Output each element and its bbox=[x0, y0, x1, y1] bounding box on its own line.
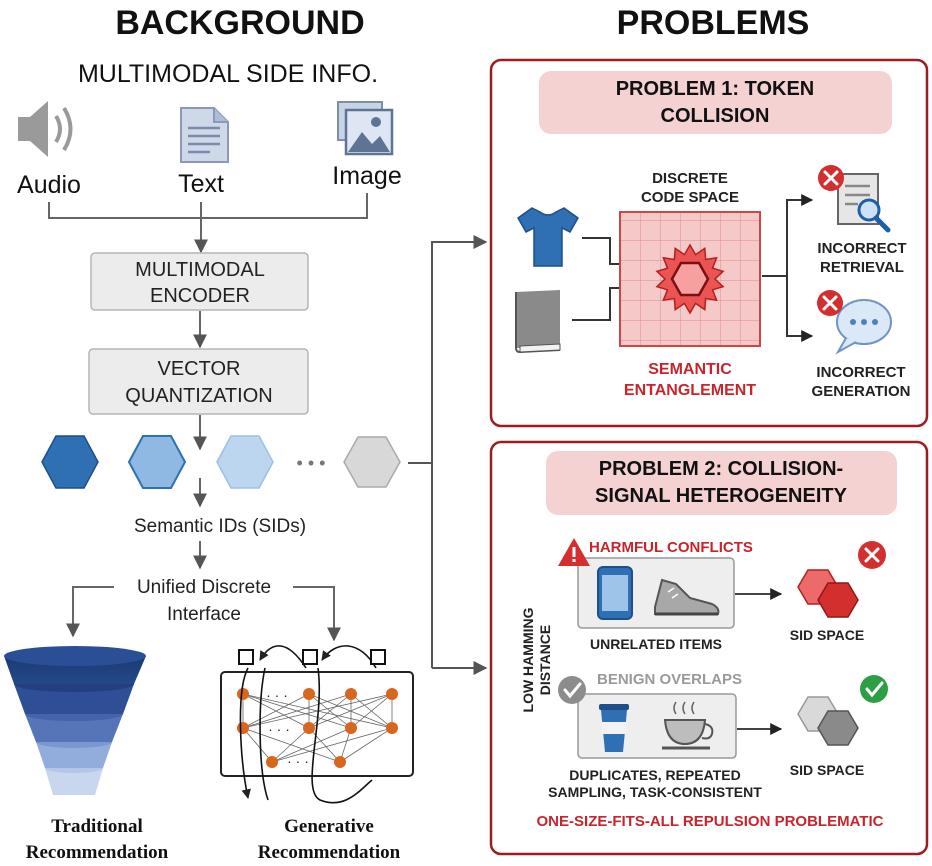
generation-label-line1: INCORRECT bbox=[816, 364, 905, 381]
network-ellipsis-bottom: · · · bbox=[287, 753, 309, 769]
tshirt-icon bbox=[517, 207, 579, 267]
document-icon bbox=[180, 107, 229, 163]
vq-label-line1: VECTOR bbox=[158, 358, 241, 380]
problem1-title-line2: COLLISION bbox=[661, 105, 770, 127]
codespace-to-outcomes-arrows bbox=[762, 194, 814, 342]
sid-hexagon-3 bbox=[216, 435, 274, 489]
problem2-title-line1: PROBLEM 2: COLLISION- bbox=[599, 458, 843, 480]
duplicates-label-line1: DUPLICATES, REPEATED bbox=[569, 767, 740, 783]
token-box-1 bbox=[238, 649, 254, 665]
network-node-8 bbox=[386, 722, 398, 734]
retrieval-label-line1: INCORRECT bbox=[817, 240, 906, 257]
network-node-3 bbox=[345, 688, 357, 700]
benign-overlaps-label: BENIGN OVERLAPS bbox=[597, 671, 742, 688]
problem1-title-line1: PROBLEM 1: TOKEN bbox=[616, 78, 815, 100]
encoder-label-line1: MULTIMODAL bbox=[135, 259, 265, 281]
repulsion-footer: ONE-SIZE-FITS-ALL REPULSION PROBLEMATIC bbox=[537, 813, 884, 830]
network-node-9 bbox=[266, 756, 278, 768]
interface-split-connector bbox=[66, 586, 341, 642]
problem2-title-box bbox=[546, 451, 897, 515]
unrelated-items-label: UNRELATED ITEMS bbox=[590, 636, 722, 652]
error-x-icon-harmful bbox=[858, 541, 886, 569]
error-x-icon-generation bbox=[817, 290, 843, 316]
picture-icon bbox=[337, 101, 394, 156]
network-node-6 bbox=[303, 722, 315, 734]
duplicates-label-line2: SAMPLING, TASK-CONSISTENT bbox=[548, 784, 762, 800]
generative-label-line1: Generative bbox=[284, 816, 374, 837]
harmful-conflicts-label: HARMFUL CONFLICTS bbox=[589, 539, 753, 556]
hamming-axis-label: LOW HAMMING DISTANCE bbox=[520, 607, 553, 712]
sid-space-hexagon-gray-2 bbox=[817, 710, 859, 746]
book-icon bbox=[515, 290, 561, 354]
warning-triangle-icon bbox=[558, 538, 590, 566]
sid-space-hexagon-red-2 bbox=[817, 582, 859, 618]
smartphone-icon bbox=[597, 566, 633, 620]
retrieval-document-icon bbox=[837, 173, 879, 225]
modality-image-label: Image bbox=[332, 162, 401, 190]
error-x-icon-retrieval bbox=[818, 165, 844, 191]
traditional-label-line1: Traditional bbox=[51, 816, 143, 837]
token-box-2 bbox=[302, 649, 318, 665]
modality-merge-connector bbox=[48, 193, 368, 254]
problem2-title-line2: SIGNAL HETEROGENEITY bbox=[595, 485, 848, 507]
generative-label-line2: Recommendation bbox=[258, 842, 401, 863]
checkmark-gray-icon bbox=[558, 676, 586, 704]
modality-text-label: Text bbox=[178, 170, 224, 198]
sneaker-icon bbox=[654, 578, 720, 616]
background-subtitle: MULTIMODAL SIDE INFO. bbox=[78, 60, 378, 88]
collision-hexagon bbox=[670, 261, 710, 297]
sids-label: Semantic IDs (SIDs) bbox=[134, 516, 306, 537]
background-title: BACKGROUND bbox=[115, 4, 364, 42]
background-to-problems-connector bbox=[408, 235, 488, 675]
code-space-label-line1: DISCRETE bbox=[652, 170, 728, 187]
sid-space-label-1: SID SPACE bbox=[790, 627, 864, 643]
sid-space-label-2: SID SPACE bbox=[790, 762, 864, 778]
network-node-5 bbox=[237, 722, 249, 734]
autoregressive-loop-arrows bbox=[239, 645, 377, 804]
problem1-title-box bbox=[539, 71, 892, 134]
benign-items-box bbox=[577, 693, 737, 759]
axis-label-line2: DISTANCE bbox=[537, 625, 553, 696]
interface-label-line2: Interface bbox=[167, 604, 241, 625]
interface-label-line1: Unified Discrete bbox=[137, 577, 271, 598]
entanglement-label-line1: SEMANTIC bbox=[648, 361, 732, 378]
network-node-7 bbox=[345, 722, 357, 734]
token-box-3 bbox=[370, 649, 386, 665]
speaker-icon bbox=[18, 101, 73, 157]
sid-hexagon-1 bbox=[41, 435, 99, 489]
coffee-cup-icon bbox=[599, 704, 629, 752]
magnifier-icon bbox=[857, 198, 891, 233]
vq-label-line2: QUANTIZATION bbox=[125, 385, 272, 407]
vector-quantization-box bbox=[88, 348, 309, 415]
retrieval-label-line2: RETRIEVAL bbox=[820, 259, 904, 276]
network-ellipsis-mid: · · · bbox=[268, 721, 290, 737]
network-ellipsis-top: · · · bbox=[266, 687, 288, 703]
sid-hexagon-2 bbox=[127, 435, 187, 489]
axis-label-line1: LOW HAMMING bbox=[520, 607, 536, 712]
network-node-2 bbox=[303, 688, 315, 700]
entanglement-label-line2: ENTANGLEMENT bbox=[624, 382, 756, 399]
encoder-label-line2: ENCODER bbox=[150, 285, 250, 307]
generation-label-line2: GENERATION bbox=[812, 383, 911, 400]
teacup-icon bbox=[662, 701, 714, 750]
modality-audio-label: Audio bbox=[17, 171, 81, 199]
traditional-label-line2: Recommendation bbox=[26, 842, 169, 863]
speech-bubble-icon bbox=[835, 299, 892, 355]
network-node-1 bbox=[237, 688, 249, 700]
network-node-10 bbox=[334, 756, 346, 768]
code-space-label-line2: CODE SPACE bbox=[641, 189, 739, 206]
multimodal-encoder-box bbox=[90, 252, 309, 311]
problems-title: PROBLEMS bbox=[617, 4, 810, 42]
network-connections bbox=[242, 693, 393, 763]
sid-ellipsis: • • • bbox=[297, 453, 326, 473]
traditional-recommendation-funnel bbox=[4, 646, 146, 795]
network-node-4 bbox=[386, 688, 398, 700]
sid-hexagon-n bbox=[343, 436, 401, 488]
token-output-icons bbox=[238, 649, 386, 665]
success-check-icon bbox=[860, 675, 888, 703]
